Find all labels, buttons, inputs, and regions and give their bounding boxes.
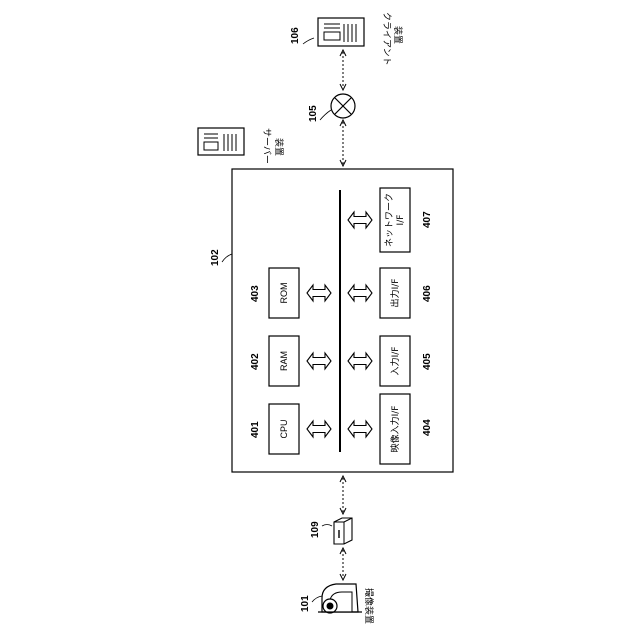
client-caption-line2: 装置 xyxy=(392,26,404,44)
video-input-if-box-label: 映像入力I/F xyxy=(389,406,401,453)
cpu-box-label: CPU xyxy=(279,419,289,438)
input-if-box-label: 入力I/F xyxy=(389,347,401,376)
ram-ref-label: 402 xyxy=(250,353,261,370)
rom-box-label: ROM xyxy=(279,283,289,304)
connector-device-icon xyxy=(334,518,352,544)
system-box xyxy=(232,169,453,472)
rom-ref-label: 403 xyxy=(250,285,261,302)
server-caption-line1: サーバー xyxy=(261,128,272,164)
client-ref-label: 106 xyxy=(290,27,301,44)
network-if-box-label-line1: ネットワーク xyxy=(384,193,395,247)
server-device-icon xyxy=(198,128,244,155)
link-client-network xyxy=(340,50,346,90)
video-input-if-ref-label: 404 xyxy=(422,419,433,436)
link-network-system xyxy=(340,120,346,166)
network-if-box-label-line2: I/F xyxy=(396,215,406,226)
server-caption-line2: 装置 xyxy=(273,138,285,156)
input-if-ref-label: 405 xyxy=(422,353,433,370)
network-node-icon xyxy=(331,94,355,118)
camera-caption: 撮像装置 xyxy=(363,588,375,624)
server-caption: サーバー 装置 xyxy=(261,128,285,164)
client-caption-line1: クライアント xyxy=(381,12,392,66)
output-if-ref-label: 406 xyxy=(422,285,433,302)
ram-box-label: RAM xyxy=(279,351,289,371)
link-system-connector xyxy=(340,476,346,514)
system-ref-label: 102 xyxy=(210,249,221,266)
network-if-ref-label: 407 xyxy=(422,211,433,228)
network-ref-label: 105 xyxy=(308,105,319,122)
connector-ref-label: 109 xyxy=(310,521,321,538)
client-device-icon xyxy=(318,18,364,46)
client-caption: クライアント 装置 xyxy=(381,12,404,66)
camera-ref-label: 101 xyxy=(300,595,311,612)
cpu-ref-label: 401 xyxy=(250,421,261,438)
camera-device-icon xyxy=(318,584,362,613)
output-if-box-label: 出力I/F xyxy=(389,279,401,308)
link-connector-camera xyxy=(340,548,346,580)
